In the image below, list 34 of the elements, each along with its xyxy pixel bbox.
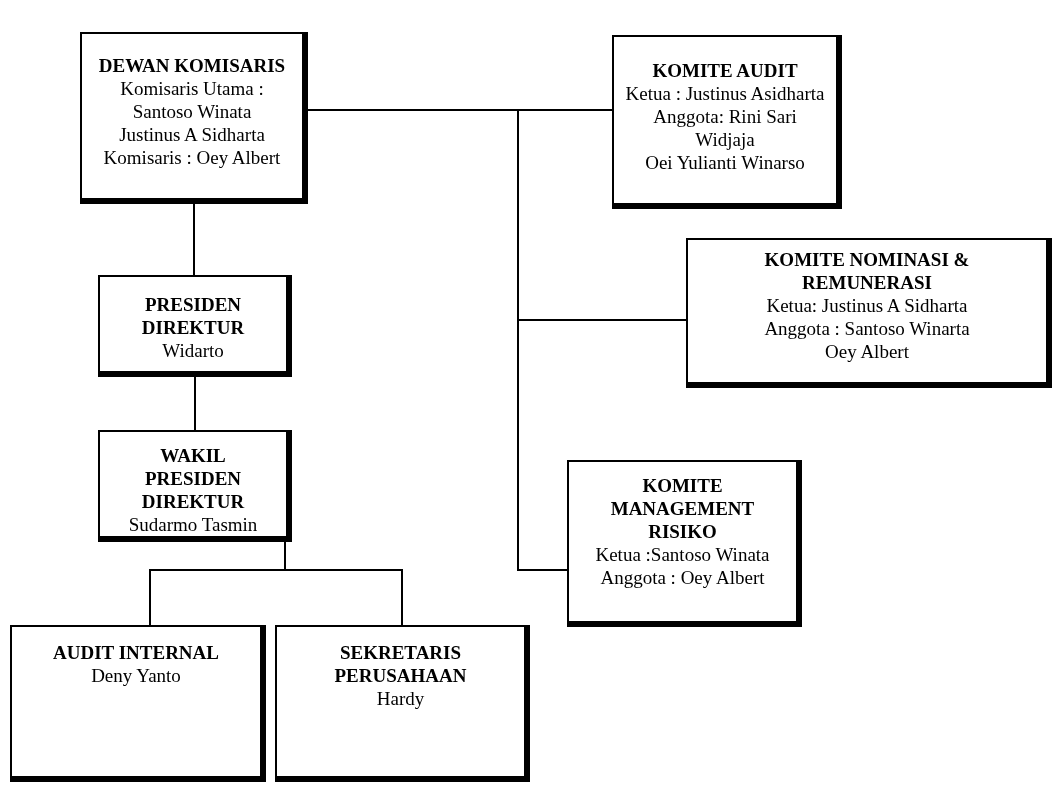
box-title: AUDIT INTERNAL	[52, 641, 220, 664]
member-name: Anggota: Rini Sari Widjaja	[652, 105, 798, 151]
member-name: Ketua: Justinus A Sidharta	[765, 294, 969, 317]
box-title: SEKRETARIS PERUSAHAAN	[333, 641, 468, 687]
org-box	[612, 35, 842, 209]
org-box	[80, 32, 308, 204]
box-title: WAKIL PRESIDEN DIREKTUR	[140, 444, 246, 513]
org-box	[567, 460, 802, 627]
member-name: Ketua :Santoso Winata	[594, 543, 771, 566]
member-name: Komisaris Utama : Santoso Winata	[119, 77, 265, 123]
member-name: Oey Albert	[824, 340, 910, 363]
box-title: PRESIDEN DIREKTUR	[140, 293, 246, 339]
member-name: Oei Yulianti Winarso	[644, 151, 806, 174]
box-title: KOMITE NOMINASI & REMUNERASI	[763, 248, 971, 294]
box-title: KOMITE MANAGEMENT RISIKO	[609, 474, 756, 543]
member-name: Deny Yanto	[90, 664, 182, 687]
org-box	[10, 625, 266, 782]
member-name: Hardy	[375, 687, 426, 710]
member-name: Justinus A Sidharta	[118, 123, 266, 146]
member-name: Anggota : Oey Albert	[599, 566, 766, 589]
member-name: Komisaris : Oey Albert	[102, 146, 282, 169]
org-box	[98, 430, 292, 542]
org-box	[275, 625, 530, 782]
member-name: Widarto	[161, 339, 225, 362]
box-title: DEWAN KOMISARIS	[97, 54, 287, 77]
org-box	[98, 275, 292, 377]
member-name: Sudarmo Tasmin	[127, 513, 259, 536]
connector-line	[193, 203, 195, 276]
connector-line	[284, 541, 403, 626]
member-name: Anggota : Santoso Winarta	[763, 317, 971, 340]
connector-line	[194, 376, 196, 431]
box-title: KOMITE AUDIT	[651, 59, 799, 82]
org-box	[686, 238, 1052, 388]
member-name: Ketua : Justinus Asidharta	[624, 82, 826, 105]
